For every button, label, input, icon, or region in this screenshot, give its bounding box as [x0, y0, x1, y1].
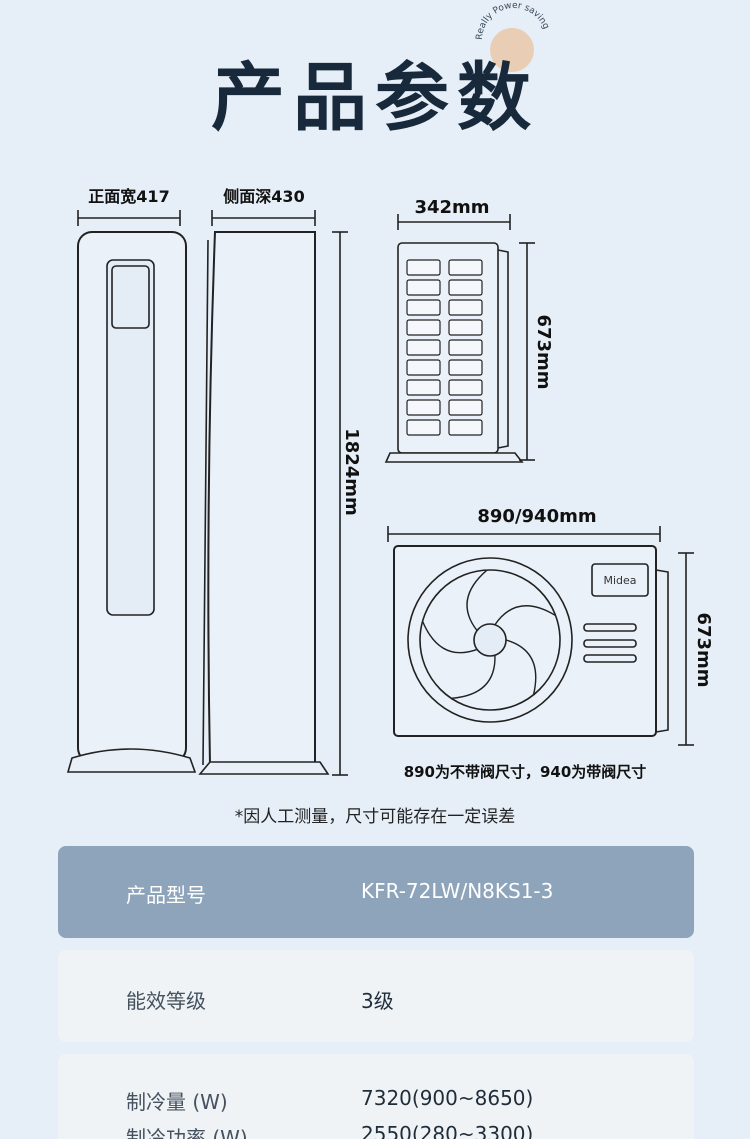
outdoor-note: 890为不带阀尺寸，940为带阀尺寸: [404, 763, 647, 781]
grille-slat: [406, 259, 441, 276]
grille-slat: [448, 379, 483, 396]
grille-slat: [448, 259, 483, 276]
grille-slat: [448, 339, 483, 356]
grille-slat: [406, 299, 441, 316]
brand-logo: Midea: [603, 574, 636, 587]
measurement-note: *因人工测量，尺寸可能存在一定误差: [234, 807, 516, 827]
grille-slat: [448, 279, 483, 296]
fan-blade: [421, 620, 478, 654]
spec-row-model: 产品型号 KFR-72LW/N8KS1-3: [58, 846, 694, 938]
grille-slat: [448, 319, 483, 336]
outdoor-front-view: [393, 545, 669, 737]
spec-value: KFR-72LW/N8KS1-3: [361, 879, 554, 903]
grille-slat: [406, 359, 441, 376]
spec-value: 3级: [361, 989, 394, 1013]
spec-label: 能效等级: [126, 989, 206, 1013]
indoor-height-label: 1824mm: [341, 428, 362, 516]
dimension-drawing: 正面宽417 侧面深430 1824mm 342mm 673mm 890/940…: [66, 187, 714, 781]
grille-slat: [448, 359, 483, 376]
grille-slat: [406, 319, 441, 336]
spec-row-efficiency: 能效等级 3级: [58, 950, 694, 1042]
grille-slat: [448, 399, 483, 416]
fan-blade: [505, 639, 537, 695]
badge-label: Really Power saving: [475, 1, 551, 40]
spec-label: 制冷量 (W): [126, 1090, 228, 1114]
grille-slat: [406, 339, 441, 356]
side-depth-label: 侧面深430: [223, 187, 304, 206]
fan-blade: [451, 655, 496, 700]
indoor-front-view: [66, 231, 197, 773]
fan-blade: [466, 569, 488, 632]
outdoor-grille: [406, 259, 483, 436]
grille-slat: [406, 379, 441, 396]
small-outdoor-width-label: 342mm: [414, 197, 489, 218]
outdoor-width-label: 890/940mm: [477, 506, 596, 527]
grille-slat: [448, 419, 483, 436]
grille-slat: [406, 399, 441, 416]
grille-slat: [406, 419, 441, 436]
fan-blade: [494, 605, 556, 626]
outdoor-height-label: 673mm: [693, 612, 714, 687]
grille-slat: [448, 299, 483, 316]
badge-circle: [490, 28, 534, 72]
fan-blades: [421, 569, 556, 700]
spec-value: 7320(900~8650): [361, 1086, 534, 1110]
page-title: 产品参数: [211, 55, 539, 141]
small-outdoor-height-label: 673mm: [533, 314, 554, 389]
badge-text: Really Power saving: [475, 1, 551, 40]
spec-label: 制冷功率 (W): [126, 1126, 248, 1139]
spec-label: 产品型号: [126, 883, 206, 907]
spec-value: 2550(280~3300): [361, 1122, 534, 1139]
svg-text:Really Power saving: Really Power saving: [475, 1, 551, 40]
front-width-label: 正面宽417: [88, 187, 169, 206]
indoor-side-view: [198, 231, 330, 775]
spec-row-cooling: 制冷量 (W) 7320(900~8650) 制冷功率 (W) 2550(280…: [58, 1054, 694, 1139]
grille-slat: [406, 279, 441, 296]
